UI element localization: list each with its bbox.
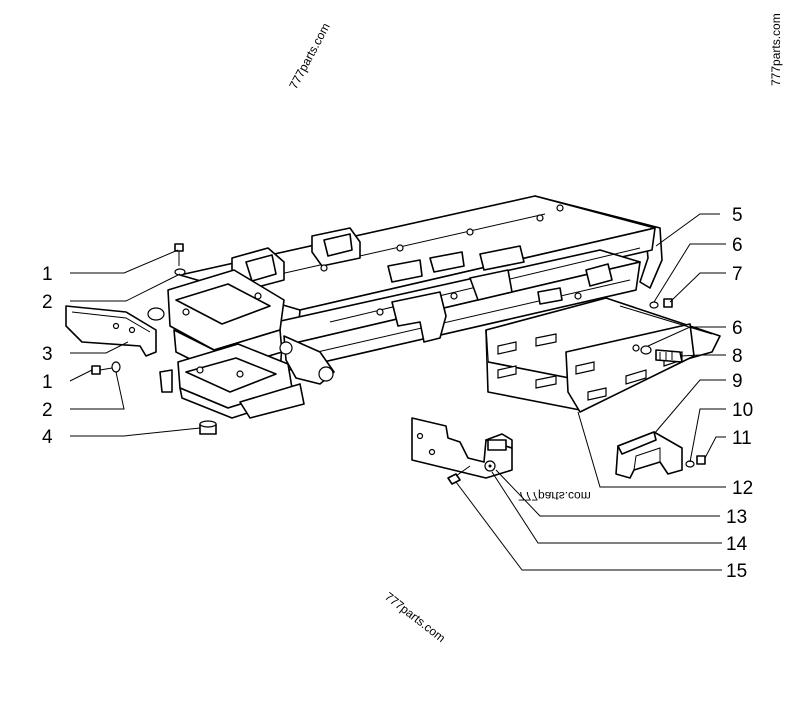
callout-6a: 6 (732, 235, 743, 256)
leader-4 (70, 427, 201, 437)
callout-15: 15 (726, 561, 747, 582)
watermark-top-left: 777parts.com (286, 21, 332, 92)
callout-1b: 1 (42, 372, 53, 393)
leader-15 (455, 481, 722, 571)
front-coupling-assembly (147, 269, 335, 419)
leader-1b (69, 369, 93, 382)
part-13-bracket-plate (411, 417, 513, 485)
leader-7 (669, 272, 726, 303)
leader-12 (577, 411, 726, 488)
callout-5: 5 (732, 205, 743, 226)
part-3-side-plate (65, 305, 157, 357)
callout-10: 10 (732, 400, 753, 421)
callout-2a: 2 (42, 292, 53, 313)
leader-8 (679, 354, 726, 357)
leader-5 (655, 213, 720, 247)
callout-14: 14 (726, 534, 748, 555)
leader-lines (69, 213, 726, 571)
callout-7: 7 (732, 264, 743, 285)
fasteners-right (640, 298, 683, 363)
leader-11 (704, 436, 726, 459)
leader-3 (70, 341, 129, 354)
callout-3: 3 (42, 344, 53, 365)
leader-6b (647, 326, 726, 347)
callout-8: 8 (732, 346, 743, 367)
part-9-bracket (615, 431, 706, 479)
callout-1a: 1 (42, 264, 53, 285)
watermark-top-right: 777parts.com (769, 13, 783, 86)
leader-14 (491, 471, 722, 544)
callout-11: 11 (732, 428, 752, 449)
leader-2b (70, 371, 125, 410)
leader-1a (70, 249, 179, 274)
callout-12: 12 (732, 478, 753, 499)
callout-2b: 2 (42, 400, 53, 421)
callout-6b: 6 (732, 318, 743, 339)
watermark-bottom: 777parts.com (382, 589, 448, 645)
watermark-middle-mirrored: 777parts.com (518, 489, 591, 503)
leader-6a (653, 243, 726, 303)
leader-13 (495, 469, 720, 517)
leader-9 (653, 379, 726, 435)
callout-13: 13 (726, 507, 747, 528)
callout-4: 4 (42, 427, 53, 448)
leader-10 (689, 408, 726, 463)
leader-2a (70, 273, 181, 302)
main-frame (179, 195, 663, 373)
callout-9: 9 (732, 371, 743, 392)
callout-numbers: 1 2 3 1 2 4 5 6 7 6 8 9 10 11 12 13 14 1… (42, 205, 753, 582)
